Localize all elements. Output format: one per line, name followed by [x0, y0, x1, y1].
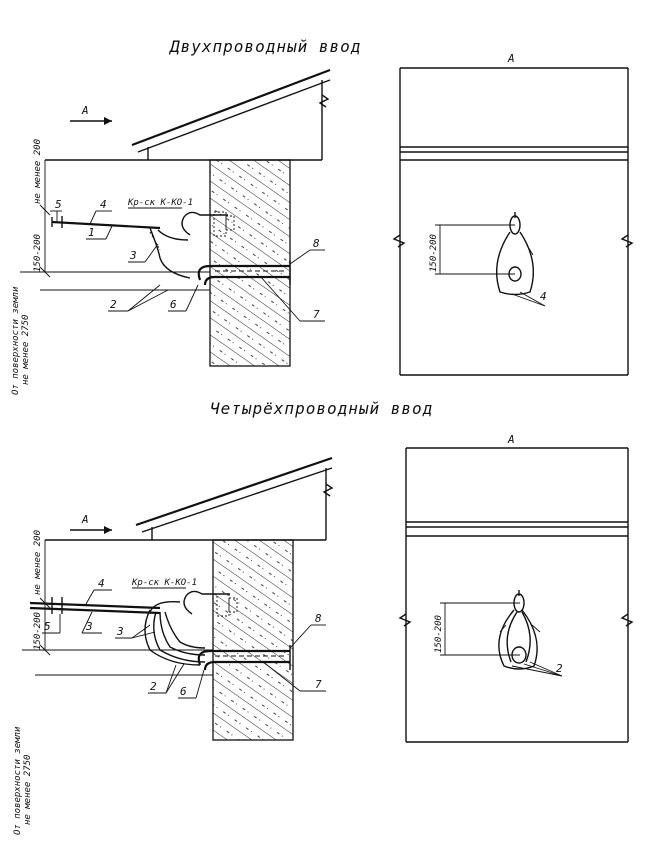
elevation-letter: A — [507, 52, 515, 65]
callout-8: 8 — [313, 237, 320, 250]
callout-2: 2 — [110, 298, 117, 311]
two-wire-title: Двухпроводный ввод — [168, 37, 361, 56]
callout-3: 3 — [129, 249, 137, 262]
callout-7: 7 — [313, 308, 320, 321]
clamp-label: Кр-ск К-КО-1 — [131, 578, 197, 588]
ground-note-line1: От поверхности земли — [11, 286, 21, 395]
elevation-callout: 2 — [556, 662, 563, 675]
elevation-spacing: 150-200 — [429, 234, 439, 272]
wall-hatched — [209, 159, 291, 367]
height-label: не менее 200 — [33, 139, 43, 204]
ground-note-line2: не менее 2750 — [23, 755, 33, 825]
callouts: 5 4 1 3 2 6 8 7 — [50, 198, 325, 322]
callouts: 4 5 3 3 2 6 8 7 — [42, 577, 326, 699]
roof — [131, 68, 331, 160]
view-letter: A — [81, 104, 89, 117]
callout-3b: 3 — [116, 625, 124, 638]
elevation-view: A 150-200 2 — [398, 433, 634, 743]
callout-2: 2 — [150, 680, 157, 693]
callout-3: 3 — [85, 620, 93, 633]
view-arrow: A — [70, 513, 112, 534]
wires — [51, 216, 191, 279]
callout-1: 1 — [88, 226, 95, 239]
entry-tube — [197, 260, 291, 286]
elevation-view: A 150-200 4 — [392, 52, 634, 376]
four-wire-title: Четырёхпроводный ввод — [210, 399, 433, 418]
callout-6: 6 — [170, 298, 177, 311]
callout-4: 4 — [98, 577, 105, 590]
height-label: не менее 200 — [33, 530, 43, 595]
view-arrow: A — [70, 104, 112, 125]
spacing-label: 150-200 — [33, 612, 43, 650]
entry-tube — [197, 645, 291, 671]
ground-note-line2: не менее 2750 — [21, 315, 31, 385]
spacing-label: 150-200 — [33, 234, 43, 272]
callout-6: 6 — [180, 685, 187, 698]
callout-7: 7 — [315, 678, 322, 691]
clamp-label: Кр-ск К-КО-1 — [127, 198, 193, 208]
four-wire-section: Четырёхпроводный ввод A 150-200 не менее… — [13, 399, 634, 835]
callout-8: 8 — [315, 612, 322, 625]
elevation-letter: A — [507, 433, 515, 446]
ground-note-line1: От поверхности земли — [13, 726, 23, 835]
elevation-spacing: 150-200 — [434, 615, 444, 653]
wall-hatched — [212, 539, 294, 741]
two-wire-section: Двухпроводный ввод A 150-200 не менее 20… — [11, 37, 634, 395]
elevation-callout: 4 — [540, 290, 547, 303]
callout-5: 5 — [55, 198, 62, 211]
hook-insulator — [181, 211, 235, 237]
hook-insulator — [183, 590, 238, 617]
callout-4: 4 — [100, 198, 107, 211]
callout-5: 5 — [44, 620, 51, 633]
roof — [135, 456, 334, 540]
wires — [29, 597, 206, 666]
view-letter: A — [81, 513, 89, 526]
